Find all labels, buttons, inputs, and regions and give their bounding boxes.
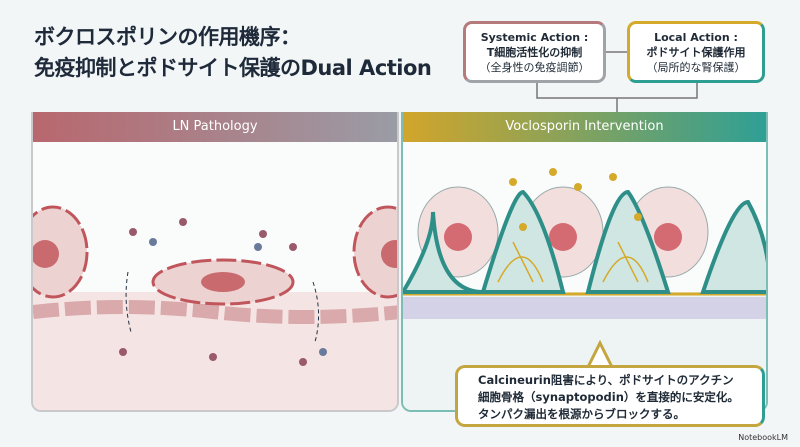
notebooklm-logo: NotebookLM [738,433,788,442]
local-heading: Local Action : [654,31,738,44]
local-line1: ポドサイト保護作用 [646,46,746,59]
systemic-action-box: Systemic Action : T細胞活性化の抑制 （全身性の免疫調節） [463,21,606,83]
voclosporin-header: Voclosporin Intervention [403,112,766,142]
callout-pointer [586,340,614,368]
systemic-heading: Systemic Action : [480,31,589,44]
damaged-podocyte-illustration [33,205,397,410]
title-line1: ボクロスポリンの作用機序： [34,25,301,49]
systemic-line1: T細胞活性化の抑制 [486,46,583,59]
ln-pathology-panel: LN Pathology [31,112,399,412]
callout-line3: タンパク漏出を根源からブロックする。 [478,407,685,421]
title-line2: 免疫抑制とポドサイト保護のDual Action [34,56,432,80]
ln-pathology-header: LN Pathology [33,112,397,142]
connector-lines [536,51,698,112]
page-title: ボクロスポリンの作用機序： 免疫抑制とポドサイト保護のDual Action [34,22,432,84]
mechanism-callout: Calcineurin阻害により、ポドサイトのアクチン 細胞骨格（synapto… [455,365,765,427]
systemic-line2: （全身性の免疫調節） [479,61,590,74]
local-action-box: Local Action : ポドサイト保護作用 （局所的な腎保護） [627,21,765,83]
local-line2: （局所的な腎保護） [646,61,746,74]
callout-line1: Calcineurin阻害により、ポドサイトのアクチン [478,373,734,387]
callout-line2: 細胞骨格（synaptopodin）を直接的に安定化。 [478,390,739,404]
